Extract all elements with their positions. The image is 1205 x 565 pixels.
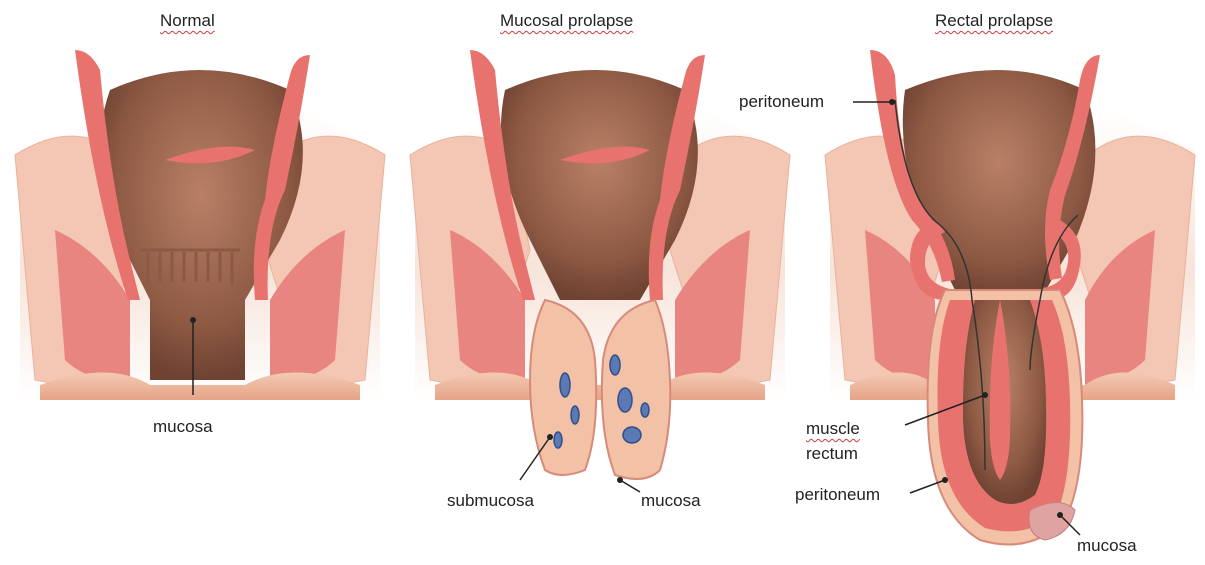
mucosa-leader-dot bbox=[190, 317, 196, 323]
panel-title-normal: Normal bbox=[160, 12, 215, 29]
vessel bbox=[618, 388, 632, 412]
label-mucosal-mucosa: mucosa bbox=[641, 492, 701, 509]
peritoneum-bottom-leader-dot bbox=[942, 477, 948, 483]
label-submucosa: submucosa bbox=[447, 492, 534, 509]
panel-normal bbox=[15, 50, 385, 400]
vessel bbox=[623, 427, 641, 443]
vessel bbox=[641, 403, 649, 417]
prolapse-tip-mucosa bbox=[1029, 503, 1075, 541]
label-normal-mucosa: mucosa bbox=[153, 418, 213, 435]
label-muscle: muscle bbox=[806, 420, 860, 437]
vessel bbox=[571, 406, 579, 424]
muscle-leader-dot bbox=[982, 392, 988, 398]
submucosa-leader-dot bbox=[547, 434, 553, 440]
panel-title-rectal-prolapse: Rectal prolapse bbox=[935, 12, 1053, 29]
vessel bbox=[610, 355, 620, 375]
panel-mucosal-prolapse bbox=[410, 50, 790, 492]
panel-title-mucosal-prolapse: Mucosal prolapse bbox=[500, 12, 633, 29]
mucosa-leader-line bbox=[620, 480, 640, 492]
vessel bbox=[560, 373, 570, 397]
label-peritoneum-bottom: peritoneum bbox=[795, 486, 880, 503]
panel-rectal-prolapse bbox=[825, 50, 1195, 545]
vessel bbox=[554, 432, 562, 448]
mucosa-leader-dot bbox=[1057, 512, 1063, 518]
mucosa-leader-dot bbox=[617, 477, 623, 483]
label-peritoneum-top: peritoneum bbox=[739, 93, 824, 110]
label-rectal-mucosa: mucosa bbox=[1077, 537, 1137, 554]
peritoneum-top-leader-dot bbox=[889, 99, 895, 105]
label-rectum: rectum bbox=[806, 445, 858, 462]
